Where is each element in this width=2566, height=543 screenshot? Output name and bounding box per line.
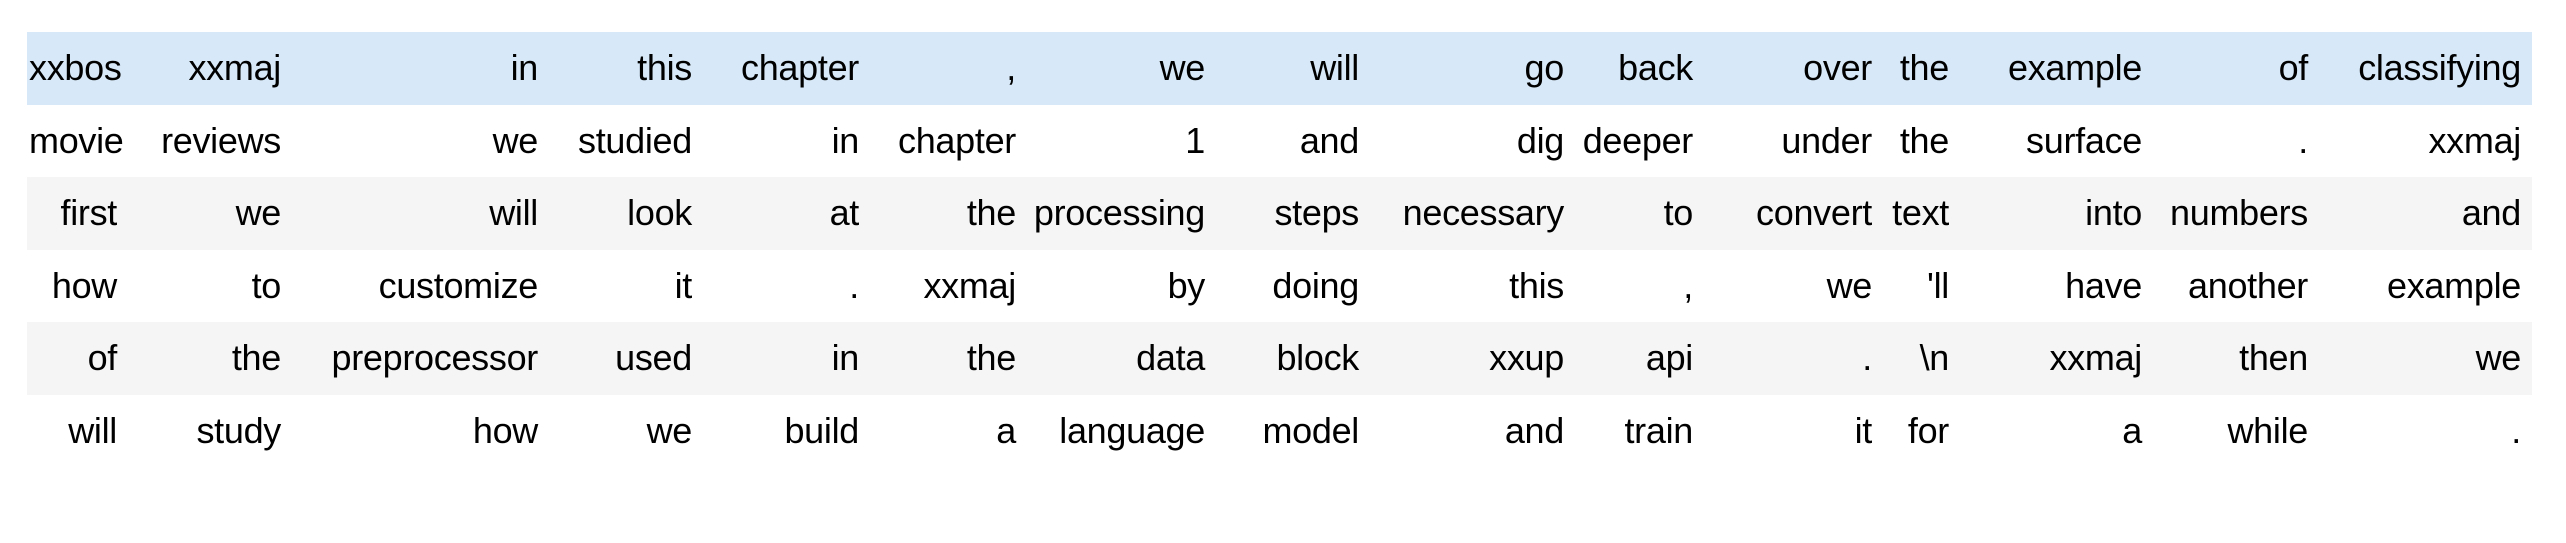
token-cell: a	[996, 409, 1016, 451]
token-cell: .	[2511, 409, 2521, 451]
token-cell: xxmaj	[2049, 337, 2142, 379]
token-cell: we	[235, 192, 282, 234]
token-cell: will	[1310, 47, 1359, 89]
token-cell: this	[1509, 264, 1564, 306]
token-cell: then	[2239, 337, 2308, 379]
token-cell: xxbos	[29, 47, 122, 89]
token-cell: the	[966, 337, 1016, 379]
token-cell: ,	[1006, 47, 1016, 89]
token-cell: in	[831, 119, 860, 161]
token-cell: 1	[1185, 119, 1205, 161]
token-cell: chapter	[741, 47, 859, 89]
token-cell: build	[784, 409, 859, 451]
token-cell: preprocessor	[331, 337, 539, 379]
token-cell: and	[2461, 192, 2521, 234]
token-cell: block	[1276, 337, 1359, 379]
table-row: xxbos xxmaj in this chapter, we will go back over…	[27, 32, 2532, 105]
token-cell: it	[1854, 409, 1873, 451]
token-cell: chapter	[898, 119, 1016, 161]
token-cell: while	[2227, 409, 2308, 451]
token-cell: how	[51, 264, 117, 306]
token-cell: doing	[1272, 264, 1359, 306]
token-cell: first	[60, 192, 118, 234]
token-cell: we	[1826, 264, 1873, 306]
token-cell: steps	[1274, 192, 1359, 234]
token-cell: movie	[29, 119, 124, 161]
table-row: how to customize it. xxmaj by doing this, we 'll h…	[27, 249, 2532, 322]
token-cell: xxmaj	[188, 47, 281, 89]
token-cell: convert	[1756, 192, 1872, 234]
token-cell: customize	[378, 264, 539, 306]
token-cell: this	[637, 47, 692, 89]
token-cell: api	[1645, 337, 1693, 379]
token-cell: necessary	[1402, 192, 1565, 234]
token-cell: text	[1892, 192, 1949, 234]
token-cell: language	[1059, 409, 1205, 451]
token-cell: over	[1803, 47, 1872, 89]
token-cell: a	[2122, 409, 2142, 451]
token-cell: we	[2475, 337, 2522, 379]
token-cell: for	[1907, 409, 1949, 451]
token-cell: we	[1159, 47, 1206, 89]
token-cell: how	[472, 409, 538, 451]
token-cell: will	[68, 409, 117, 451]
table-row: of the preprocessor used in the data block xxup a…	[27, 322, 2532, 395]
token-cell: have	[2065, 264, 2142, 306]
token-cell: in	[510, 47, 539, 89]
token-cell: .	[1862, 337, 1872, 379]
token-cell: surface	[2026, 119, 2142, 161]
table-row: will study how we build a language model and trai…	[27, 394, 2532, 467]
token-cell: processing	[1033, 192, 1205, 234]
token-cell: of	[87, 337, 118, 379]
token-cell: to	[251, 264, 282, 306]
token-cell: the	[1899, 119, 1949, 161]
token-cell: deeper	[1582, 119, 1694, 161]
token-cell: will	[489, 192, 538, 234]
token-table: xxbos xxmaj in this chapter, we will go back over…	[27, 32, 2532, 467]
token-cell: study	[196, 409, 281, 451]
token-cell: train	[1624, 409, 1693, 451]
token-cell: 'll	[1927, 264, 1949, 306]
table-row: first we will look at the processing steps neces…	[27, 177, 2532, 250]
token-cell: example	[2387, 264, 2521, 306]
token-cell: by	[1167, 264, 1206, 306]
token-cell: go	[1524, 47, 1565, 89]
token-cell: in	[831, 337, 860, 379]
token-cell: the	[231, 337, 281, 379]
token-cell: dig	[1516, 119, 1564, 161]
token-cell: and	[1299, 119, 1359, 161]
token-cell: .	[849, 264, 859, 306]
token-cell: studied	[578, 119, 692, 161]
token-cell: it	[674, 264, 693, 306]
token-cell: .	[2298, 119, 2308, 161]
token-cell: at	[829, 192, 860, 234]
token-cell: xxmaj	[923, 264, 1016, 306]
token-cell: back	[1618, 47, 1693, 89]
token-cell: and	[1504, 409, 1564, 451]
token-cell: data	[1136, 337, 1205, 379]
token-cell: reviews	[161, 119, 281, 161]
token-cell: ,	[1683, 264, 1693, 306]
token-cell: we	[492, 119, 539, 161]
token-table-body: xxbos xxmaj in this chapter, we will go back over…	[27, 32, 2532, 467]
token-cell: numbers	[2170, 192, 2308, 234]
token-cell: classifying	[2358, 47, 2521, 89]
token-cell: example	[2008, 47, 2142, 89]
token-cell: xxmaj	[2428, 119, 2521, 161]
token-cell: the	[966, 192, 1016, 234]
token-cell: another	[2188, 264, 2308, 306]
token-cell: xxup	[1489, 337, 1564, 379]
token-cell: of	[2278, 47, 2309, 89]
token-cell: model	[1262, 409, 1359, 451]
token-cell: into	[2085, 192, 2142, 234]
token-cell: to	[1663, 192, 1694, 234]
token-cell: we	[646, 409, 693, 451]
token-cell: look	[627, 192, 692, 234]
token-cell: \n	[1919, 337, 1950, 379]
token-cell: under	[1781, 119, 1872, 161]
token-cell: the	[1899, 47, 1949, 89]
token-cell: used	[615, 337, 692, 379]
